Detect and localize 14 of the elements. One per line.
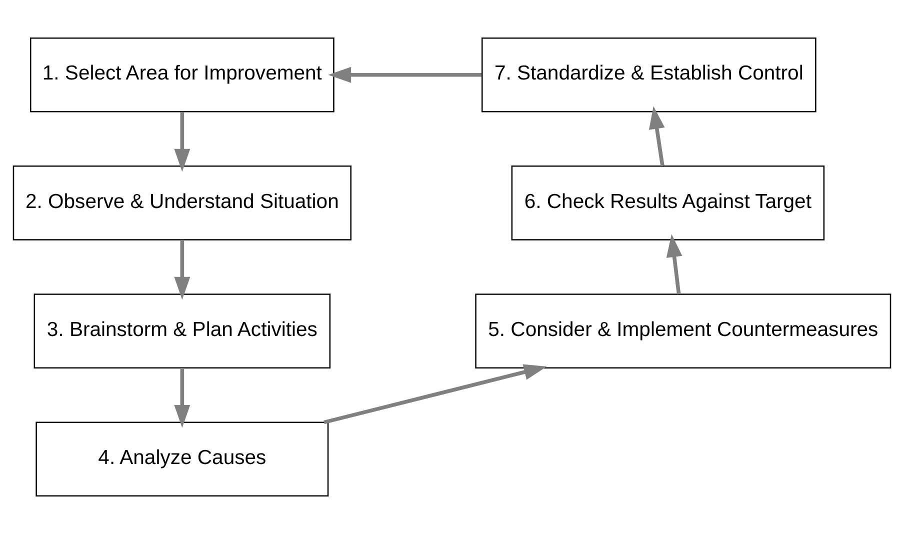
arrow [174,368,190,428]
arrow [174,112,190,172]
node-box: 7. Standardize & Establish Control [481,37,816,112]
arrow [324,364,547,424]
node-box: 4. Analyze Causes [36,422,329,497]
arrow [648,106,665,166]
arrow [328,66,482,83]
node-box: 3. Brainstorm & Plan Activities [34,294,331,368]
arrow [666,234,682,294]
node-box: 6. Check Results Against Target [511,166,825,240]
node-box: 2. Observe & Understand Situation [12,166,352,240]
node-box: 1. Select Area for Improvement [30,37,334,112]
arrow [174,240,190,300]
node-box: 5. Consider & Implement Countermeasures [475,294,892,368]
